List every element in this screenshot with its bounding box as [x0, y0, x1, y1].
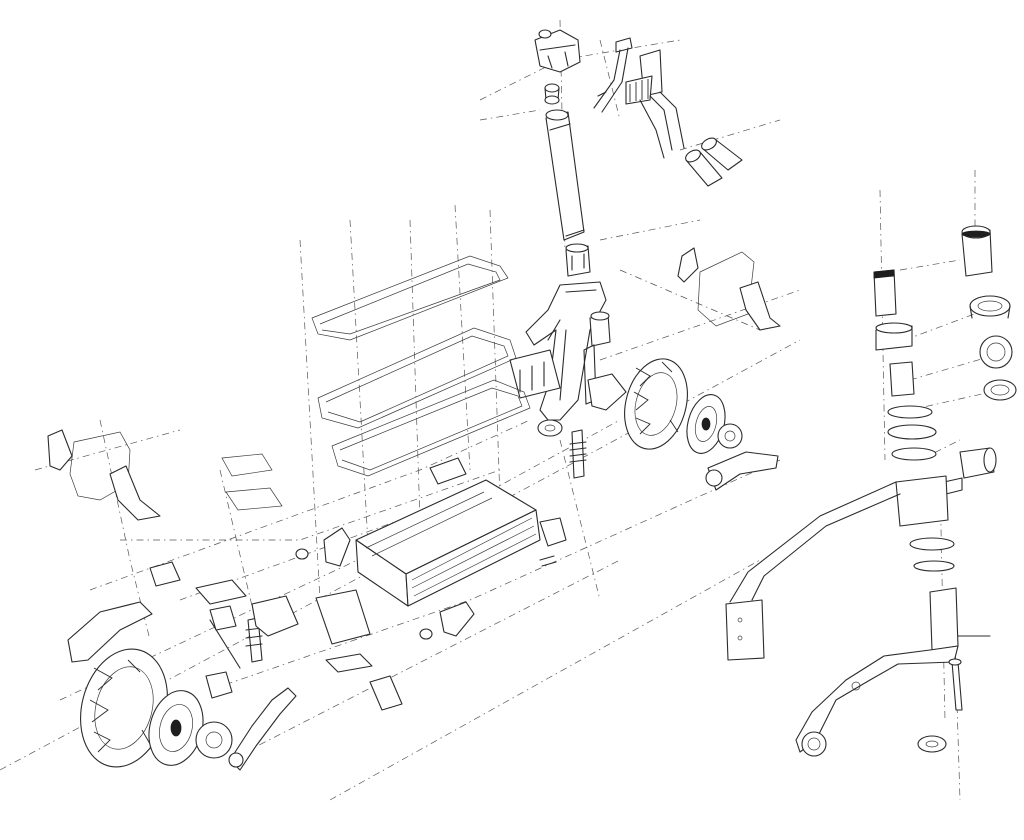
rear-tire [80, 648, 168, 768]
handlebar-left-fold [593, 37, 633, 113]
stem-tube [545, 109, 585, 241]
rear-fender-bracket [47, 429, 161, 663]
headset-bearing-ring [979, 335, 1013, 369]
headlight [943, 447, 997, 495]
front-tire [624, 358, 688, 450]
front-swingarm [705, 451, 779, 491]
fork-stack [887, 361, 937, 461]
side-plates [221, 453, 283, 511]
headset-seal [983, 379, 1017, 401]
front-fender-bracket [677, 247, 781, 331]
rear-swingarm [228, 687, 297, 771]
motor-controller [509, 349, 561, 399]
dropout-plate [725, 599, 765, 661]
deck-bottom-plate [317, 327, 517, 429]
deck-top-plate [311, 255, 509, 341]
deck-light-left [295, 527, 351, 567]
front-hub-motor [686, 394, 726, 454]
axle-washer [917, 735, 947, 753]
stem-collar [565, 243, 591, 277]
steerer-tube [873, 269, 897, 317]
deck-light-right [419, 457, 567, 640]
deck-gasket [331, 379, 531, 477]
axle-bolt [948, 658, 963, 711]
front-fender [697, 251, 755, 327]
front-caliper [587, 373, 627, 411]
handlebar-right-fold [625, 49, 685, 159]
fork-tube [909, 537, 991, 651]
rear-hub-motor [148, 690, 204, 766]
grip-right [701, 137, 743, 171]
headset-top-cup [969, 295, 1011, 319]
rear-caliper [205, 619, 241, 699]
front-shock [569, 429, 587, 479]
rear-fender [69, 431, 131, 501]
steering-neck [525, 281, 611, 437]
front-brake-disc [717, 423, 743, 449]
battery-box [355, 479, 541, 607]
rear-brake-disc [195, 721, 233, 759]
steerer-spacer [875, 322, 913, 351]
rear-deck-mounts [149, 561, 403, 711]
stem-clamp [534, 29, 581, 73]
steerer-top-cap [961, 225, 993, 277]
stem-bolt [544, 83, 560, 105]
grip-left [685, 149, 723, 187]
fork-crown [729, 475, 949, 603]
